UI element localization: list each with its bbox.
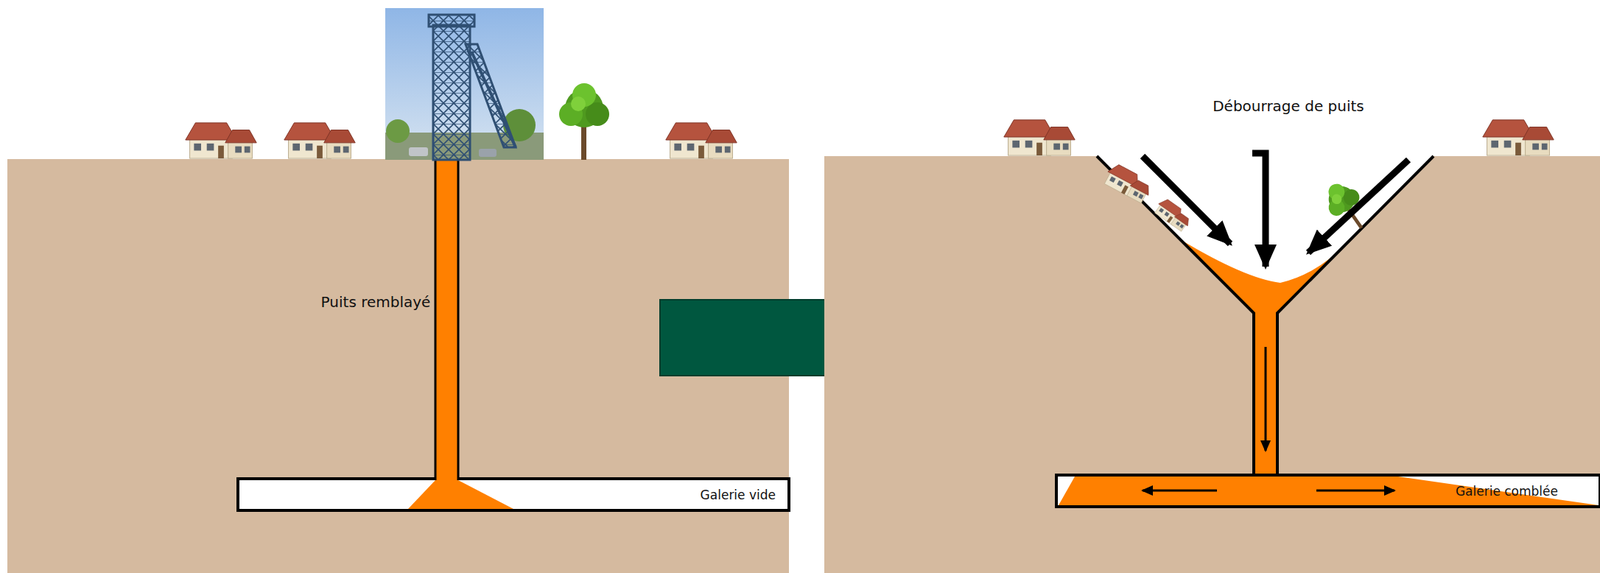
headframe-top (428, 14, 475, 27)
photo-car (408, 147, 428, 157)
gallery-box: Galerie vide (237, 478, 789, 511)
headframe-tower (433, 25, 470, 160)
collapse-arrow (1308, 159, 1409, 253)
tree (1317, 175, 1376, 238)
emptied-shaft (1253, 311, 1278, 477)
headframe-strut (471, 51, 516, 148)
shaft-label: Puits remblayé (321, 293, 431, 311)
panel-heading: Débourrage de puits (1212, 97, 1365, 115)
photo-tree (386, 119, 410, 143)
crater-edge (1277, 156, 1434, 477)
collapse-arrow (1252, 153, 1266, 267)
shaft-outline (435, 157, 459, 481)
gallery-box: Galerie comblée (1056, 475, 1600, 507)
house (185, 123, 257, 159)
empty-gallery (237, 478, 789, 511)
photo-car (478, 148, 497, 157)
house (1102, 161, 1156, 205)
headframe-leg (465, 44, 516, 148)
gallery-label: Galerie comblée (1455, 483, 1559, 499)
backfill-cone (408, 480, 514, 510)
tree (559, 83, 610, 160)
house (1004, 120, 1075, 156)
collapse-arrow (1142, 156, 1231, 244)
headframe-photo (385, 8, 544, 160)
flow-arrow (1142, 489, 1217, 493)
house (1482, 120, 1554, 156)
filled-gallery (1056, 475, 1600, 507)
flow-arrow (1316, 489, 1395, 493)
gallery-label: Galerie vide (700, 487, 776, 503)
flow-arrow (1264, 346, 1268, 451)
crater-edge (1096, 156, 1254, 477)
backfilled-shaft (435, 157, 459, 481)
gallery-fill (1058, 476, 1599, 506)
house (284, 123, 356, 159)
house (665, 123, 737, 159)
photo-sky (385, 8, 544, 160)
